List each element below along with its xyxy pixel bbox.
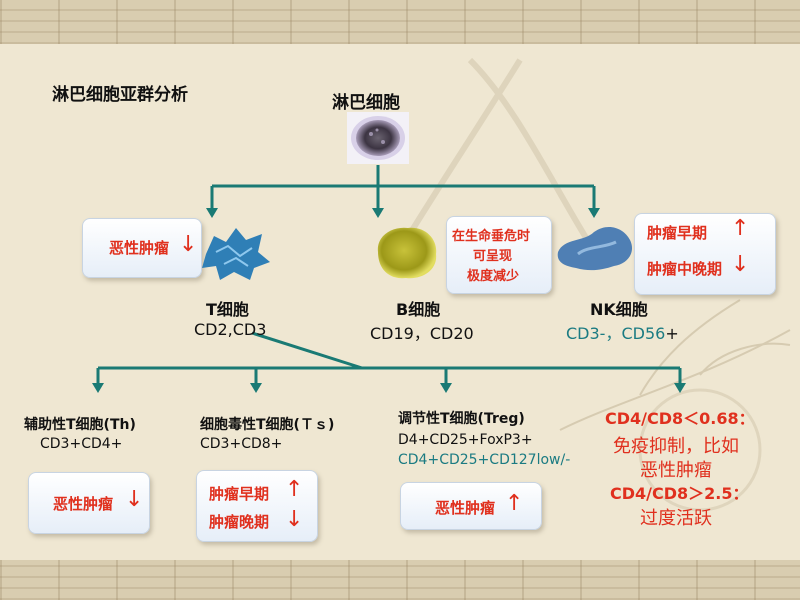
t-cell-markers: CD2,CD3: [194, 320, 267, 339]
nk-cell-name: NK细胞: [590, 300, 648, 319]
ts-info-box: 肿瘤早期 ↑ 肿瘤晚期 ↓: [196, 470, 318, 542]
arrowhead-th: [92, 383, 104, 393]
ts-markers: CD3+CD8+: [200, 436, 283, 452]
nk-cell-markers: CD3-，CD56+: [566, 324, 679, 343]
b-cell-note-line3: 极度减少: [467, 269, 520, 284]
b-cell-note-line1: 在生命垂危时: [452, 229, 531, 244]
t-cell-info-box: 恶性肿瘤 ↓: [82, 218, 202, 278]
arrowhead-nk: [588, 208, 600, 218]
decorative-border-top: [0, 0, 800, 44]
lymphocyte-image: [347, 112, 409, 164]
b-cell-note-box: 在生命垂危时 可呈现 极度减少: [446, 216, 552, 294]
t-cell-name: T细胞: [206, 300, 249, 319]
t-diagonal: [251, 331, 363, 370]
b-cell-image: [377, 227, 437, 279]
t-cell-image: [202, 228, 270, 280]
down-arrow-icon: ↓: [731, 252, 750, 277]
down-arrow-icon: ↓: [125, 487, 144, 512]
arrowhead-treg: [440, 383, 452, 393]
treg-box-text: 恶性肿瘤: [435, 499, 496, 517]
th-name: 辅助性T细胞(Th): [24, 417, 136, 433]
ratio-line-3: 恶性肿瘤: [640, 460, 712, 481]
up-arrow-icon: ↑: [285, 477, 304, 502]
ratio-line-2: 免疫抑制，比如: [613, 436, 739, 457]
nk-cell-info-box: 肿瘤早期 ↑ 肿瘤中晚期 ↓: [634, 213, 776, 295]
b-cell-note-line2: 可呈现: [473, 249, 513, 264]
treg-markers-1: D4+CD25+FoxP3+: [398, 432, 533, 448]
up-arrow-icon: ↑: [505, 491, 524, 516]
decorative-border-bottom: [0, 560, 800, 600]
treg-name: 调节性T细胞(Treg): [398, 411, 525, 427]
arrowhead-ratio: [674, 383, 686, 393]
th-box-text: 恶性肿瘤: [53, 495, 114, 513]
b-cell-markers: CD19，CD20: [370, 324, 474, 343]
ts-name: 细胞毒性T细胞(Ｔｓ): [200, 417, 335, 433]
arrowhead-b: [372, 208, 384, 218]
nk-box-line1: 肿瘤早期: [647, 224, 708, 242]
nk-cell-image: [557, 226, 633, 271]
arrowhead-t: [206, 208, 218, 218]
up-arrow-icon: ↑: [731, 216, 750, 241]
arrowhead-ts: [250, 383, 262, 393]
down-arrow-icon: ↓: [285, 507, 304, 532]
ts-box-line1: 肿瘤早期: [209, 485, 270, 503]
ratio-line-1: CD4/CD8＜0.68：: [605, 409, 755, 428]
down-arrow-icon: ↓: [179, 232, 198, 257]
th-markers: CD3+CD4+: [40, 436, 123, 452]
ts-box-line2: 肿瘤晚期: [209, 513, 270, 531]
treg-markers-2: CD4+CD25+CD127low/-: [398, 452, 571, 468]
b-cell-name: B细胞: [396, 300, 441, 319]
ratio-line-4: CD4/CD8＞2.5：: [610, 484, 749, 503]
ratio-line-5: 过度活跃: [640, 508, 712, 529]
page-title: 淋巴细胞亚群分析: [52, 85, 188, 105]
th-info-box: 恶性肿瘤 ↓: [28, 472, 150, 534]
root-label: 淋巴细胞: [332, 93, 400, 113]
treg-info-box: 恶性肿瘤 ↑: [400, 482, 542, 530]
t-cell-box-text: 恶性肿瘤: [109, 239, 170, 257]
nk-box-line2: 肿瘤中晚期: [647, 260, 723, 278]
